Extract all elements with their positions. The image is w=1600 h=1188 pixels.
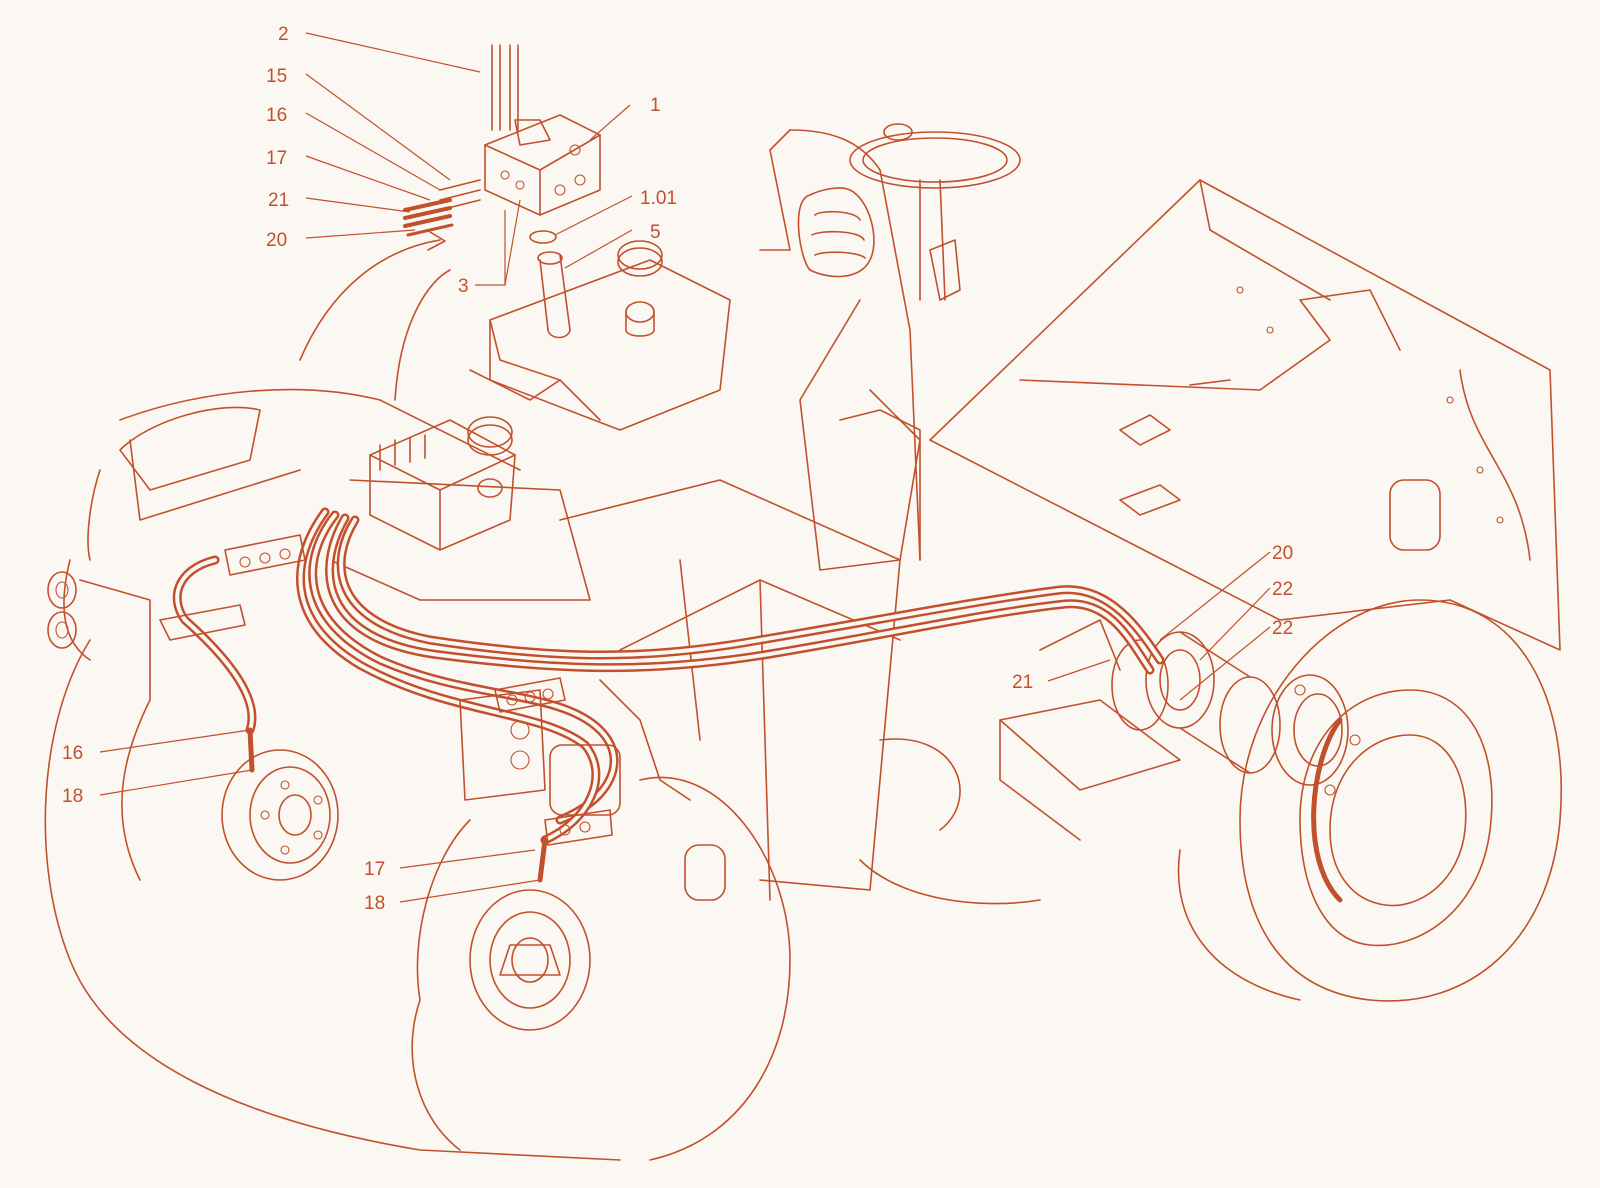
callout-21: 21	[268, 190, 289, 211]
callout-16-left: 16	[62, 743, 83, 764]
callout-20: 20	[266, 230, 287, 251]
mounted-valve-block	[329, 416, 591, 601]
rear-drum	[411, 776, 791, 1161]
hose-clamps	[159, 534, 726, 901]
callout-3: 3	[458, 276, 469, 297]
hydraulic-hoses	[172, 507, 1165, 883]
center-frame	[559, 479, 1121, 905]
exploded-view-arrows	[299, 231, 451, 401]
callout-5: 5	[650, 222, 661, 243]
callout-2: 2	[278, 24, 289, 45]
callout-17-bottom: 17	[364, 859, 385, 880]
leader-lines	[99, 32, 1271, 903]
left-brake-disc	[221, 749, 339, 881]
front-drum	[44, 388, 621, 1161]
steering-column	[759, 123, 1021, 571]
right-wheel-hub	[1111, 631, 1361, 796]
callout-labels: 2 15 16 17 21 20 3 1 1.01 5 20 22 22 21 …	[62, 24, 1293, 914]
callout-18-bottom: 18	[364, 893, 385, 914]
callout-22-bottom: 22	[1272, 618, 1293, 639]
callout-1: 1	[650, 95, 661, 116]
callout-18-left: 18	[62, 786, 83, 807]
exploded-valve-block	[403, 44, 601, 339]
hydraulic-tank	[469, 240, 731, 431]
callout-15: 15	[266, 66, 287, 87]
callout-20-right: 20	[1272, 543, 1293, 564]
callout-21-right: 21	[1012, 672, 1033, 693]
rear-tyre	[1177, 599, 1562, 1002]
callout-22-top: 22	[1272, 579, 1293, 600]
callout-1-01: 1.01	[640, 188, 677, 209]
callout-16: 16	[266, 105, 287, 126]
callout-17: 17	[266, 148, 287, 169]
rear-frame	[929, 179, 1561, 841]
